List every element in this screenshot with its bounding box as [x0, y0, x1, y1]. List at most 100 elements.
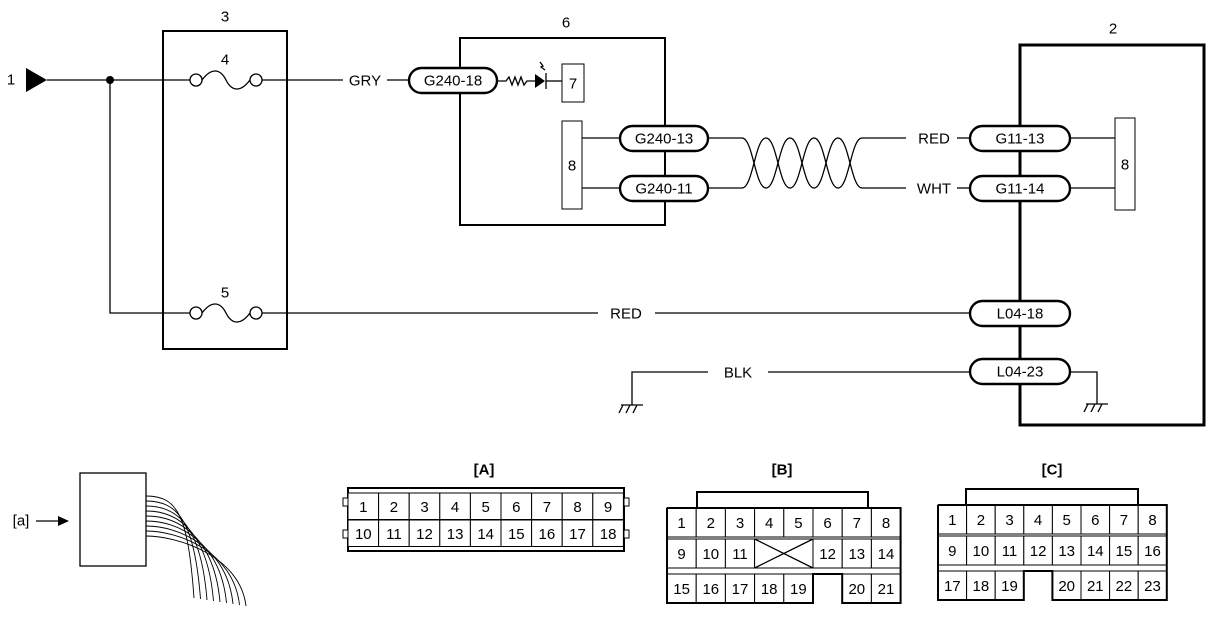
connector-c-pin-number: 15 — [1116, 543, 1133, 560]
connector-a-cell — [592, 519, 624, 547]
connector-b-pin-number: 17 — [732, 581, 749, 598]
connector-a-cell — [439, 519, 471, 547]
pin-label-g11-14: G11-14 — [996, 181, 1045, 198]
connector-b-pin-number: 10 — [702, 546, 719, 563]
connector-a-pin-number: 11 — [386, 526, 402, 543]
connector-b-pin-number: 3 — [736, 515, 744, 532]
view-arrow-label: [a] — [13, 513, 30, 530]
connector-c-pin-number: 17 — [944, 578, 961, 595]
harness-wire — [145, 520, 227, 604]
connector-a-cell — [408, 492, 441, 520]
branch-wire — [109, 80, 190, 314]
connector-c-pin-number: 9 — [948, 543, 956, 560]
harness-wire — [145, 530, 240, 606]
fuse-a-icon — [189, 70, 263, 90]
connector-c-pin-number: 13 — [1058, 543, 1075, 560]
connector-c-face — [937, 504, 1168, 601]
fuse-b-label: 5 — [221, 285, 229, 302]
module-right-box — [1114, 117, 1136, 211]
connector-b-pin-number: 6 — [823, 515, 831, 532]
connector-b-pin-number: 19 — [790, 581, 807, 598]
connector-a-pin-number: 18 — [600, 526, 617, 543]
connector-a-pin-number: 10 — [355, 526, 372, 543]
connector-b-cell — [870, 573, 902, 604]
connector-a-pin-number: 15 — [508, 526, 525, 543]
connector-b-cell — [841, 573, 872, 604]
connector-a-cell — [469, 492, 502, 520]
connector-c-cell — [1080, 570, 1111, 601]
connector-b-pin-number: 12 — [819, 546, 836, 563]
connector-a-pin-number: 7 — [543, 499, 551, 516]
connector-c-pin-number: 20 — [1058, 578, 1075, 595]
harness-wire — [145, 505, 208, 601]
twisted-pair-icon — [708, 137, 906, 189]
connector-a-pin-number: 12 — [416, 526, 433, 543]
right-unit — [1018, 43, 1206, 427]
connector-b-pin-number: 13 — [848, 546, 865, 563]
connector-c-cell — [1080, 535, 1111, 566]
connector-b-cell — [783, 573, 814, 604]
harness-wire — [145, 515, 221, 603]
module-left-box — [561, 120, 583, 210]
connector-b-face — [666, 507, 902, 604]
wire-label-blk: BLK — [724, 365, 752, 382]
connector-a-pin-number: 14 — [477, 526, 494, 543]
connector-a-pin-number: 9 — [604, 499, 612, 516]
connector-c-pin-number: 8 — [1148, 512, 1156, 529]
battery-arrow-icon — [26, 68, 47, 92]
connector-c-pin-number: 11 — [1002, 543, 1018, 560]
connector-b-pin-number: 18 — [761, 581, 778, 598]
connector-a-pin-number: 17 — [569, 526, 586, 543]
connector-c-label: [C] — [1042, 462, 1063, 479]
connector-c-pin-number: 10 — [973, 543, 990, 560]
connector-a-cell — [592, 492, 624, 520]
connector-b-pin-number: 2 — [707, 515, 715, 532]
connector-side-view — [79, 472, 147, 567]
connector-c-pin-number: 12 — [1030, 543, 1047, 560]
wire-label-red-upper: RED — [918, 131, 950, 148]
connector-c-pin-number: 18 — [973, 578, 990, 595]
connector-a-latch — [342, 497, 349, 507]
pin-label-g240-13: G240-13 — [635, 131, 693, 148]
connector-b-cell — [724, 507, 756, 538]
connector-a-pin-number: 13 — [447, 526, 464, 543]
connector-a-label: [A] — [474, 462, 495, 479]
connector-b-pin-number: 1 — [677, 515, 685, 532]
connector-c-cell — [1137, 570, 1168, 601]
connector-a-pin-number: 1 — [359, 499, 367, 516]
connector-c-pin-number: 6 — [1091, 512, 1099, 529]
connector-b-pin-number: 21 — [878, 581, 895, 598]
connector-b-blank-cross — [754, 538, 814, 569]
connector-c-pin-number: 5 — [1063, 512, 1071, 529]
connector-b-pin-number: 15 — [673, 581, 690, 598]
connector-b-cell — [870, 538, 902, 569]
pin-label-l04-18: L04-18 — [997, 306, 1044, 323]
connector-a-latch — [623, 497, 630, 507]
connector-b-pin-number: 9 — [677, 546, 685, 563]
connector-b-pin-number: 4 — [765, 515, 773, 532]
connector-b-cell — [754, 507, 785, 538]
connector-c-cell — [1080, 504, 1111, 535]
harness-wire — [145, 535, 247, 607]
connector-c-pin-number: 4 — [1034, 512, 1042, 529]
connector-c-cell — [966, 570, 996, 601]
middle-unit-marker-label: 6 — [562, 15, 570, 32]
connector-a-cell — [378, 519, 410, 547]
connector-b-cell — [666, 538, 697, 569]
indicator-box — [561, 63, 585, 103]
connector-c-pin-number: 22 — [1116, 578, 1133, 595]
pin-label-g240-11: G240-11 — [635, 181, 692, 198]
connector-b-cell — [841, 538, 872, 569]
connector-c-cell — [1109, 535, 1139, 566]
connector-b-cell — [724, 573, 756, 604]
connector-a-latch — [623, 529, 630, 539]
connector-a-cell — [500, 519, 533, 547]
harness-wire — [145, 525, 234, 605]
wire-label-gry: GRY — [349, 73, 381, 90]
module-right-label: 8 — [1121, 157, 1129, 174]
connector-c-pin-number: 19 — [1001, 578, 1018, 595]
module-left-label: 8 — [568, 158, 576, 175]
